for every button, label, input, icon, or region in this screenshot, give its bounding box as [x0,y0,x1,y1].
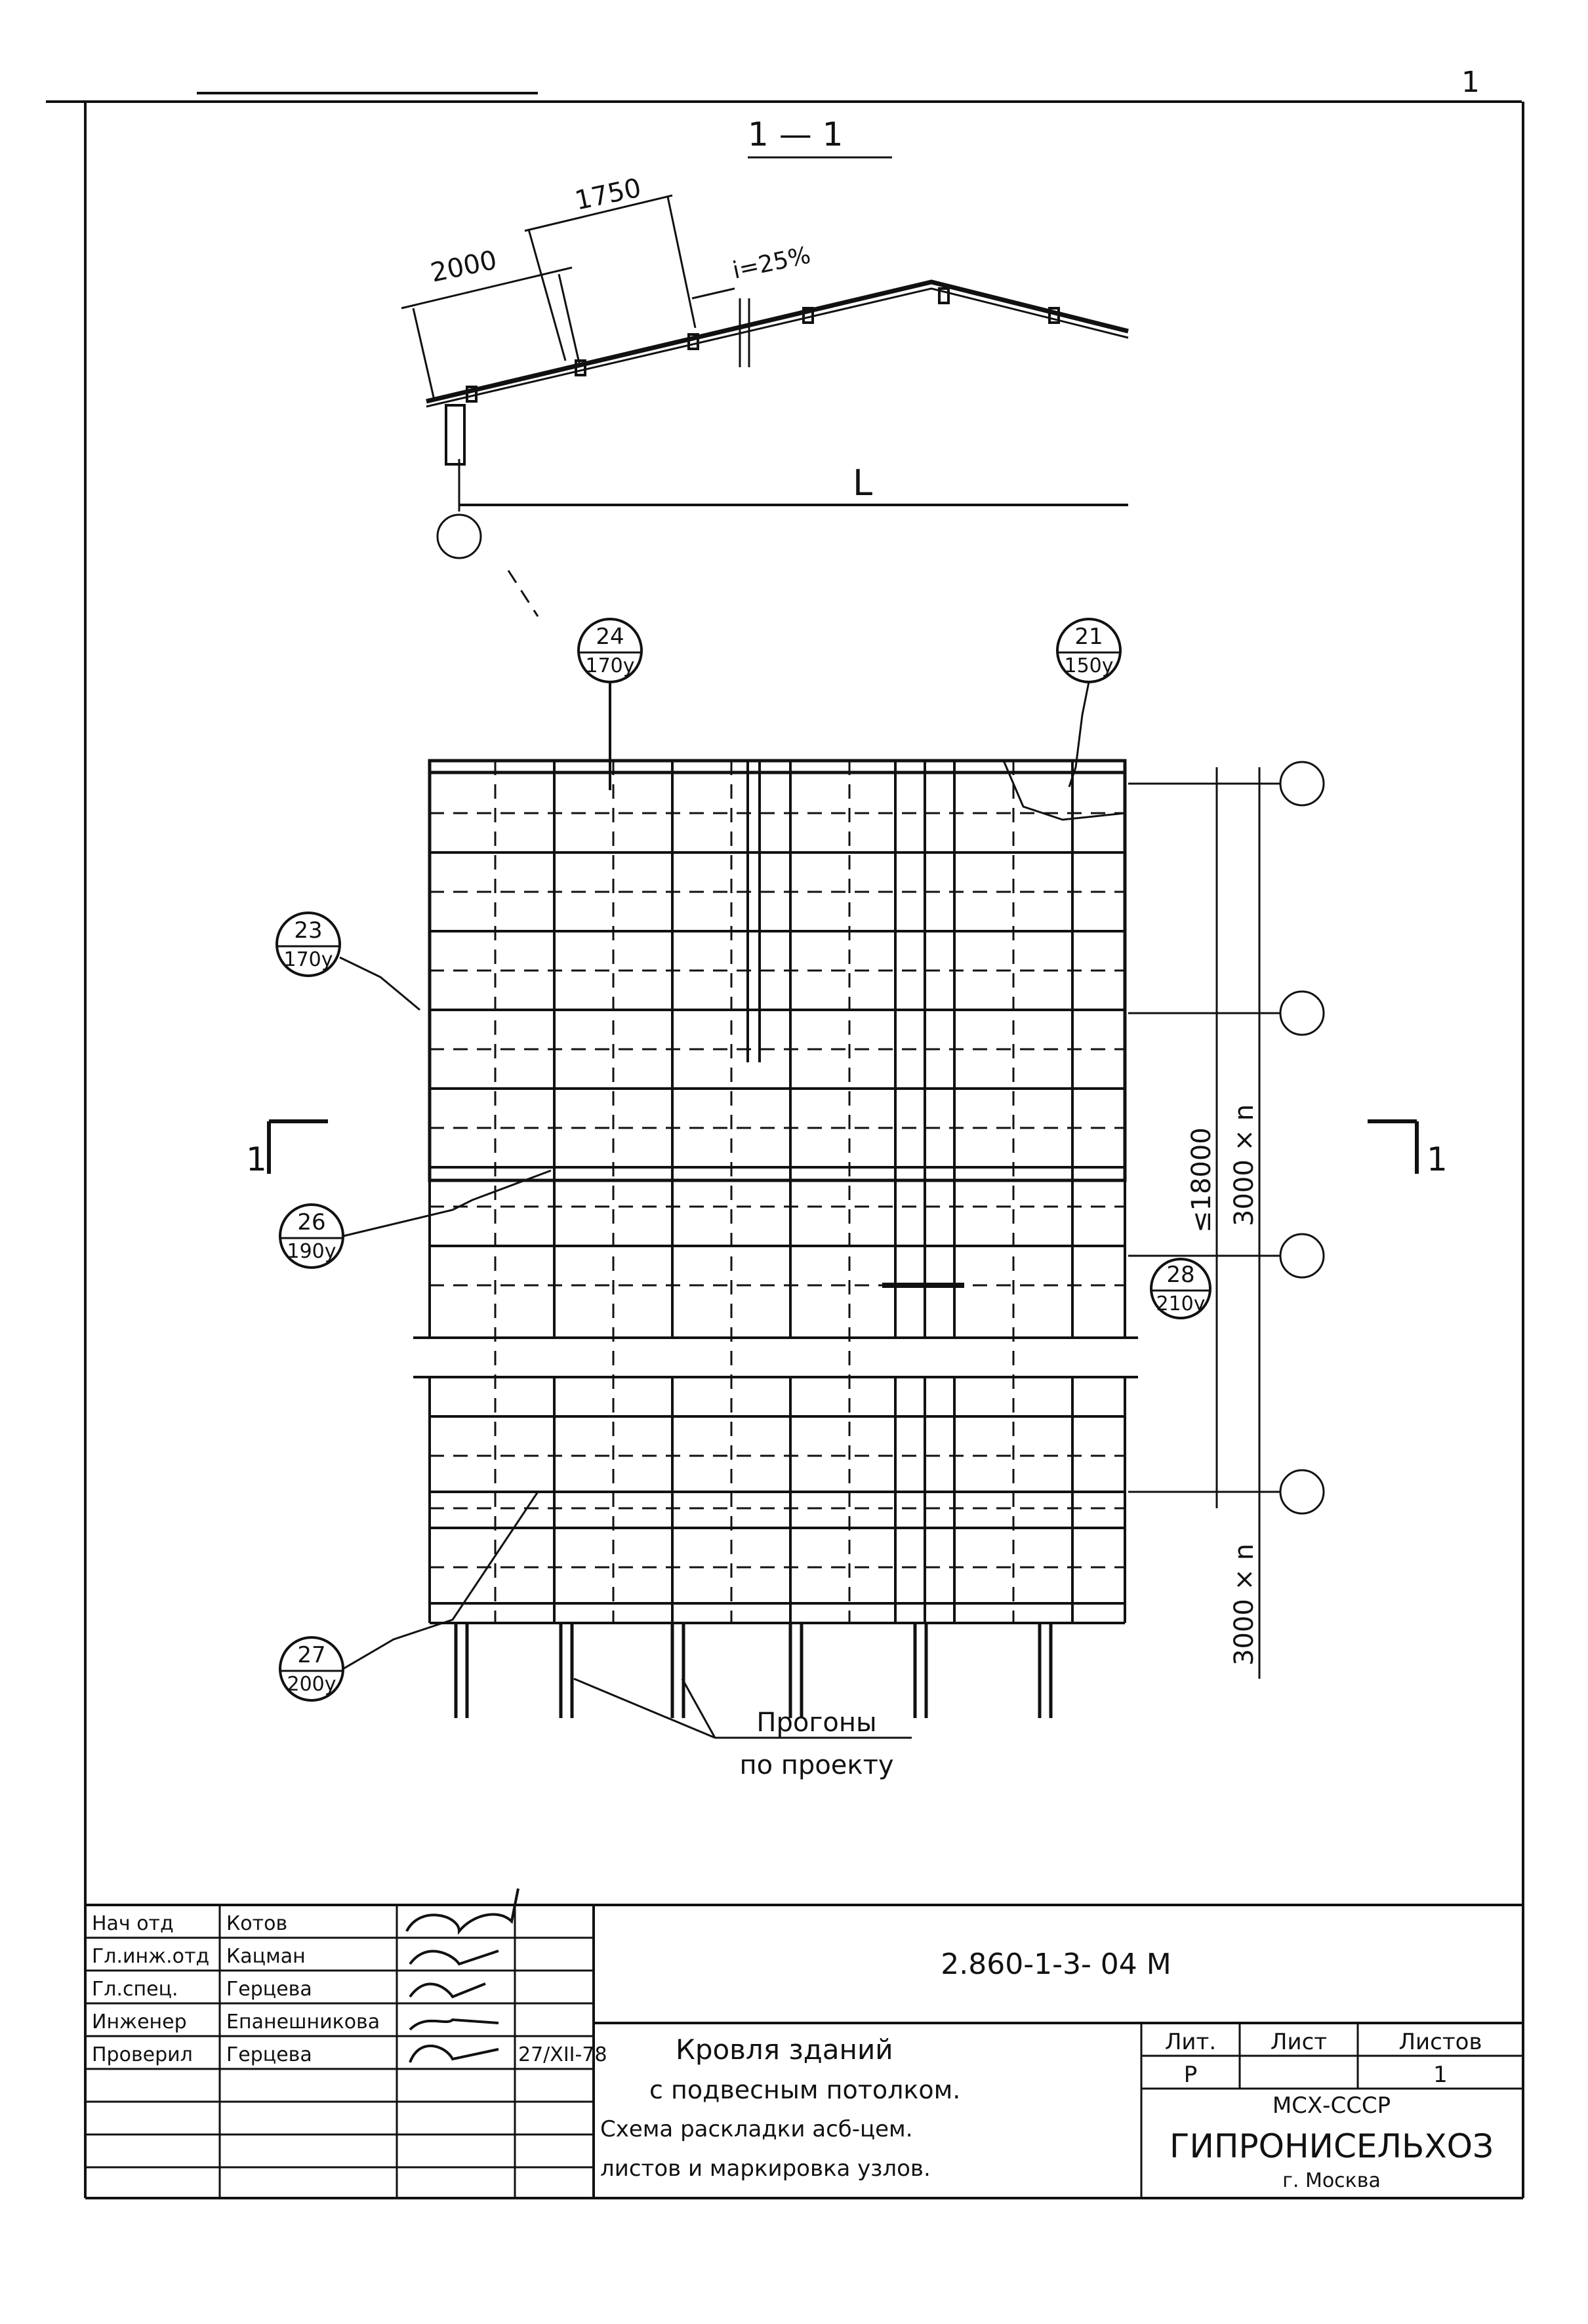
title-block: Нач отд Котов Гл.инж.отд Кацман Гл.спец.… [85,1888,1523,2198]
city: г. Москва [1282,2169,1381,2192]
section-mark-right: 1 [1427,1140,1448,1178]
row-2-role: Гл.спец. [92,1978,178,2001]
axis-markers: ≤18000 3000 × n 3000 × n [1128,761,1325,1679]
callout-21-sub: 150у [1064,654,1113,677]
callout-27-number: 27 [297,1642,325,1668]
dimension-1750: 1750 [573,173,644,216]
row-3-role: Инженер [92,2011,187,2034]
title-line-3: Схема раскладки асб-цем. [600,2116,913,2142]
organization: ГИПРОНИСЕЛЬХОЗ [1170,2127,1494,2165]
row-2-name: Герцева [226,1978,312,2001]
callout-23: 23 170у [275,912,420,1011]
callout-28: 28 210у [1150,1258,1211,1319]
note-line-1: Прогоны [756,1708,876,1738]
dimension-module: 3000 × n [1229,1104,1259,1226]
sheet-value: 1 [1433,2062,1448,2088]
callout-23-sub: 170у [283,948,333,971]
callout-21-number: 21 [1074,624,1103,650]
row-1-role: Гл.инж.отд [92,1945,209,1968]
dimension-module-bottom: 3000 × n [1229,1544,1259,1666]
row-1-name: Кацман [226,1945,306,1968]
callout-23-number: 23 [294,917,322,944]
row-4-role: Проверил [92,2043,193,2066]
row-0-role: Нач отд [92,1912,174,1935]
sheet-frame [46,92,1524,2199]
stage-value: Р [1184,2062,1198,2088]
callout-24-sub: 170у [585,654,634,677]
dimension-total: ≤18000 [1187,1127,1217,1233]
callout-21: 21 150у [1056,618,1122,788]
title-line-2: с подвесным потолком. [649,2075,960,2104]
callout-26-sub: 190у [287,1240,336,1263]
row-4-name: Герцева [226,2043,312,2066]
dimension-2000: 2000 [428,245,500,289]
sheet-number: 1 [1461,66,1480,99]
roof-section: 1 — 1 L i=25% 2000 1750 [401,115,1129,617]
section-title: 1 — 1 [748,115,843,153]
row-0-name: Котов [226,1912,287,1935]
slope-label: i=25% [730,242,813,285]
row-3-name: Епанешникова [226,2011,380,2034]
stage-header: Лит. [1165,2029,1216,2055]
signatures [405,1888,519,2063]
note-line-2: по проекту [739,1750,893,1780]
sheet-header: Лист [1271,2029,1327,2055]
title-line-4: листов и маркировка узлов. [600,2155,931,2182]
title-line-1: Кровля зданий [676,2034,893,2066]
callout-26: 26 190у [279,1169,552,1269]
callout-26-number: 26 [297,1209,325,1235]
purlins-note: Прогоны по проекту [573,1677,912,1780]
section-cut-marks: 1 1 [246,1119,1448,1178]
roof-plan [413,759,1138,1718]
callout-27: 27 200у [279,1491,539,1702]
section-mark-left: 1 [246,1140,267,1178]
row-4-date: 27/XII-78 [518,2043,607,2066]
callout-24: 24 170у [577,618,643,790]
span-label: L [853,462,872,504]
sheets-header: Листов [1398,2029,1482,2055]
ministry: МСХ-СССР [1272,2093,1391,2119]
callout-24-number: 24 [596,624,624,650]
document-code: 2.860-1-3- 04 М [941,1948,1171,1981]
callout-27-sub: 200у [287,1673,336,1696]
callout-28-number: 28 [1166,1262,1194,1288]
callout-28-sub: 210у [1156,1292,1205,1315]
